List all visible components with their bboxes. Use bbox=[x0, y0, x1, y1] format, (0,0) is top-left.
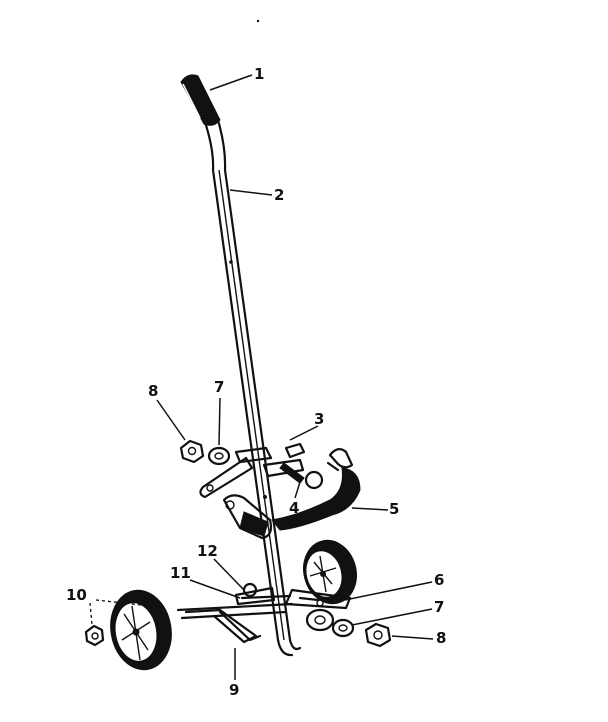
hex-nut-right bbox=[364, 622, 392, 648]
callout-9: 9 bbox=[229, 681, 239, 699]
callout-3: 3 bbox=[314, 410, 324, 428]
callout-1: 1 bbox=[254, 65, 264, 83]
callout-11: 11 bbox=[170, 564, 191, 582]
washer-left bbox=[207, 446, 231, 466]
callout-2: 2 bbox=[274, 186, 284, 204]
callout-8-right: 8 bbox=[436, 629, 446, 647]
callout-7-left: 7 bbox=[214, 378, 224, 396]
upper-bracket bbox=[199, 442, 354, 499]
callout-5: 5 bbox=[389, 500, 399, 518]
leader-lines bbox=[89, 74, 434, 680]
washer-right bbox=[331, 618, 355, 638]
axle-washer bbox=[305, 608, 335, 632]
left-wheel bbox=[110, 589, 172, 671]
lower-frame bbox=[176, 594, 294, 644]
chain-assembly bbox=[222, 467, 361, 540]
callout-7-right: 7 bbox=[434, 598, 444, 616]
hubcap bbox=[84, 624, 105, 647]
handle-grip bbox=[180, 74, 221, 126]
callout-numbers: 1 2 3 4 5 6 7 7 8 8 9 10 11 12 bbox=[66, 65, 446, 699]
speck-mark bbox=[256, 19, 260, 23]
callout-6: 6 bbox=[434, 571, 444, 589]
handle-tube bbox=[203, 118, 302, 657]
callout-10: 10 bbox=[66, 586, 87, 604]
callout-4: 4 bbox=[289, 499, 299, 517]
callout-8-left: 8 bbox=[148, 382, 158, 400]
right-wheel bbox=[303, 539, 357, 605]
callout-12: 12 bbox=[197, 542, 218, 560]
axle-bracket bbox=[284, 588, 352, 610]
hex-nut-left bbox=[179, 439, 205, 464]
